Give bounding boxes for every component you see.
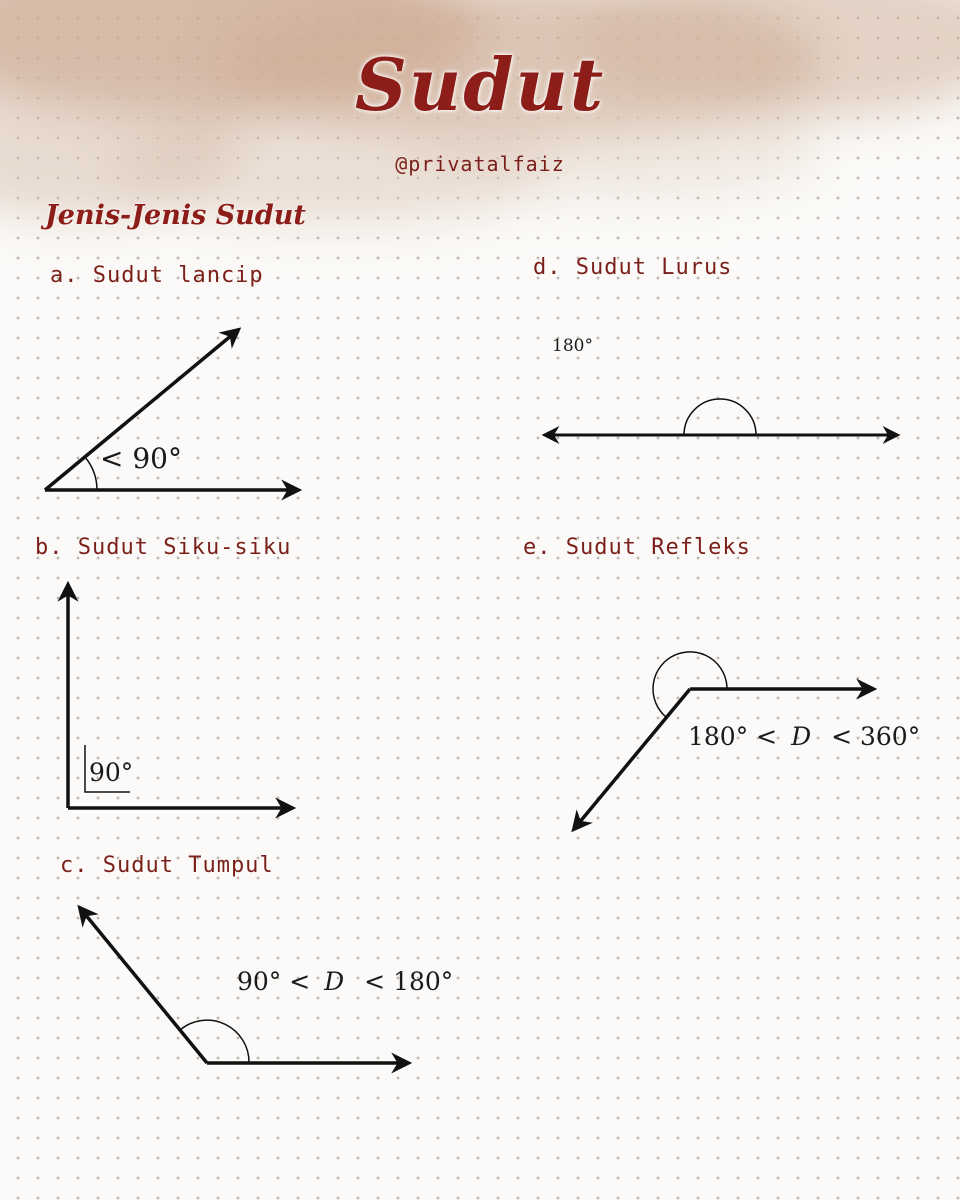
obtuse-measure: 90° < D < 180°: [237, 967, 453, 996]
watercolor-background: [0, 0, 960, 225]
obtuse-ray-upper: [77, 904, 209, 1065]
label-sudut-lurus: d. Sudut Lurus: [533, 255, 733, 280]
obtuse-measure-left: 90° <: [237, 967, 310, 996]
acute-angle-diagram: < 90°: [43, 327, 303, 501]
reflex-ray-down: [571, 687, 692, 833]
acute-angle-arc: [84, 456, 98, 491]
label-sudut-refleks: e. Sudut Refleks: [523, 535, 751, 560]
obtuse-angle-arc: [179, 1019, 250, 1064]
label-sudut-lancip: a. Sudut lancip: [50, 263, 264, 288]
reflex-angle-arc: [652, 651, 728, 718]
acute-ray-upper: [43, 327, 242, 492]
straight-angle-diagram: 180°: [541, 336, 901, 444]
right-angle-marker: [84, 745, 130, 793]
right-angle-diagram: 90°: [57, 580, 297, 819]
reflex-measure-var: D: [790, 722, 811, 751]
acute-measure: < 90°: [100, 442, 182, 475]
reflex-measure: 180° < D < 360°: [688, 722, 920, 751]
straight-measure: 180°: [552, 336, 593, 356]
reflex-measure-right: < 360°: [831, 722, 920, 751]
right-measure: 90°: [89, 758, 133, 787]
obtuse-measure-var: D: [323, 967, 344, 996]
straight-angle-arc: [683, 398, 757, 436]
label-sudut-tumpul: c. Sudut Tumpul: [60, 853, 274, 878]
label-sudut-siku-siku: b. Sudut Siku-siku: [35, 535, 292, 560]
section-heading: Jenis-Jenis Sudut: [45, 200, 306, 231]
reflex-measure-left: 180° <: [688, 722, 777, 751]
obtuse-measure-right: < 180°: [364, 967, 453, 996]
obtuse-angle-diagram: 90° < D < 180°: [77, 904, 453, 1074]
page-title: Sudut: [354, 42, 606, 127]
author-handle: @privatalfaiz: [395, 152, 565, 176]
reflex-angle-diagram: 180° < D < 360°: [571, 651, 920, 833]
